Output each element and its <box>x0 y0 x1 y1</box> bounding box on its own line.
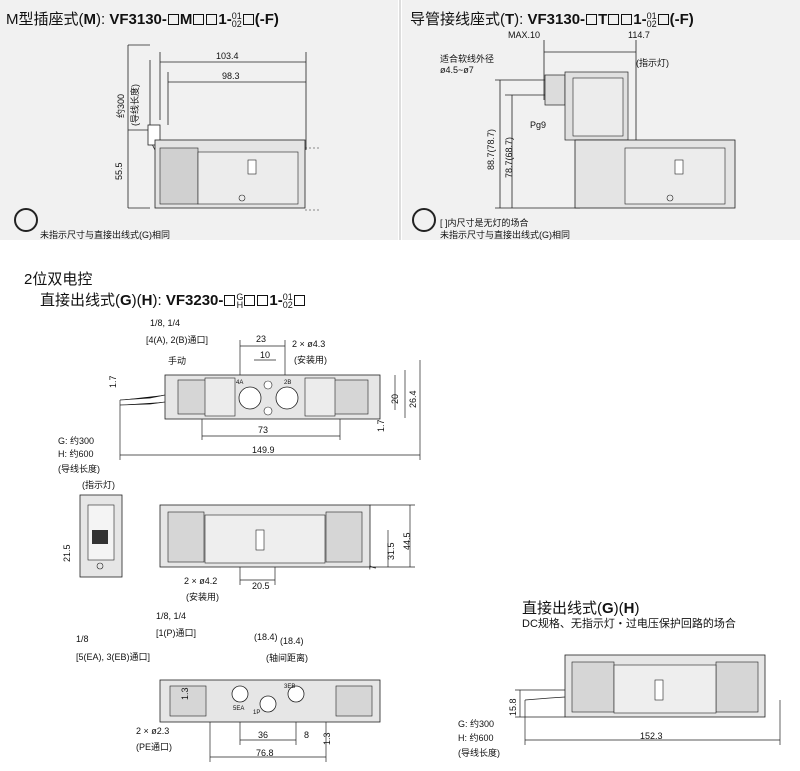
section3-subtitle: DC规格、无指示灯・过电压保护回路的场合 <box>522 618 736 630</box>
magnifier-icon <box>14 208 38 232</box>
dim-max10: MAX.10 <box>508 30 541 40</box>
placeholder-box <box>167 14 179 25</box>
port-label-2: 1/8, 1/4 <box>156 611 187 621</box>
g-lead-3: G: 约300 <box>458 719 495 729</box>
manual-label: 手动 <box>168 356 187 366</box>
dim-26-4: 26.4 <box>408 390 418 408</box>
panel-t-note-2: 未指示尺寸与直接出线式(G)相同 <box>440 230 570 240</box>
section2-heading: 2位双电控 <box>24 271 93 288</box>
port-3eb: 3EB <box>284 684 296 690</box>
lead-length-label: 约300 <box>116 93 126 118</box>
dim-23: 23 <box>256 334 267 344</box>
dim-7: 7 <box>368 564 378 570</box>
holes-label: 2 × ø4.3 <box>292 339 326 349</box>
port-1p: 1P <box>253 710 261 716</box>
dim-1-7-a: 1.7 <box>108 375 118 388</box>
dim-21-5: 21.5 <box>62 544 72 562</box>
section3-title: 直接出线式(G)(H) <box>522 600 640 617</box>
holes-4-2: 2 × ø4.2 <box>184 576 218 586</box>
panel-t-conduit <box>544 74 566 106</box>
dim-98-3: 98.3 <box>222 71 240 81</box>
dim-20-5: 20.5 <box>252 581 270 591</box>
panel-t-note-1: [ ]内尺寸是无灯的场合 <box>440 218 529 228</box>
indicator-label-2: (指示灯) <box>82 480 115 490</box>
port-2b: 2B <box>284 380 292 386</box>
cable-range: ø4.5~ø7 <box>440 65 474 75</box>
panel-m-note: 未指示尺寸与直接出线式(G)相同 <box>40 230 170 240</box>
dim-1-7-b: 1.7 <box>376 419 386 432</box>
dim-8: 8 <box>304 730 310 740</box>
magnifier-icon <box>412 208 436 232</box>
h-lead-3: H: 约600 <box>458 733 494 743</box>
lead-length: (导线长度) <box>58 464 100 474</box>
dim-20: 20 <box>390 393 400 404</box>
dim-103-4: 103.4 <box>216 51 239 61</box>
port-5ea: 5EA <box>233 706 245 712</box>
dim-1-3-a: 1.3 <box>180 687 190 700</box>
mount-label: (安装用) <box>294 355 327 365</box>
port-4a: 4A <box>236 380 244 386</box>
dim-18-4-a: (18.4) <box>254 632 278 642</box>
dim-149-9: 149.9 <box>252 445 275 455</box>
pitch-label: (轴间距离) <box>266 653 308 663</box>
dim-44-5: 44.5 <box>402 532 412 550</box>
dim-152-3: 152.3 <box>640 731 663 741</box>
dim-15-8: 15.8 <box>508 698 518 716</box>
dim-55-5: 55.5 <box>114 162 124 180</box>
lead-length-label-2: (导线长度) <box>130 84 140 126</box>
port-label-2b: [1(P)通口] <box>156 628 197 638</box>
indicator-label: (指示灯) <box>636 58 669 68</box>
pg9-label: Pg9 <box>530 120 547 130</box>
holes-2-3: 2 × ø2.3 <box>136 726 170 736</box>
port-label-1b: [4(A), 2(B)通口] <box>146 335 209 345</box>
dim-114-7: 114.7 <box>628 30 650 40</box>
lead-length-3: (导线长度) <box>458 748 500 758</box>
dim-1-3-b: 1.3 <box>322 732 332 745</box>
mount-label-2: (安装用) <box>186 592 219 602</box>
dim-73: 73 <box>258 425 269 435</box>
h-lead: H: 约600 <box>58 449 94 459</box>
port-label-3: 1/8 <box>76 634 89 644</box>
pe-label: (PE通口) <box>136 742 173 752</box>
cable-label: 适合软线外径 <box>440 54 495 64</box>
dim-78-7: 78.7(68.7) <box>504 136 514 178</box>
dim-88-7: 88.7(78.7) <box>486 128 496 170</box>
dim-36: 36 <box>258 730 269 740</box>
dim-10: 10 <box>260 350 271 360</box>
dim-31-5: 31.5 <box>386 542 396 560</box>
dim-18-4-b: (18.4) <box>280 636 304 646</box>
g-lead: G: 约300 <box>58 436 95 446</box>
port-label-3b: [5(EA), 3(EB)通口] <box>76 652 151 662</box>
dim-76-8: 76.8 <box>256 748 274 758</box>
port-label-1: 1/8, 1/4 <box>150 318 181 328</box>
